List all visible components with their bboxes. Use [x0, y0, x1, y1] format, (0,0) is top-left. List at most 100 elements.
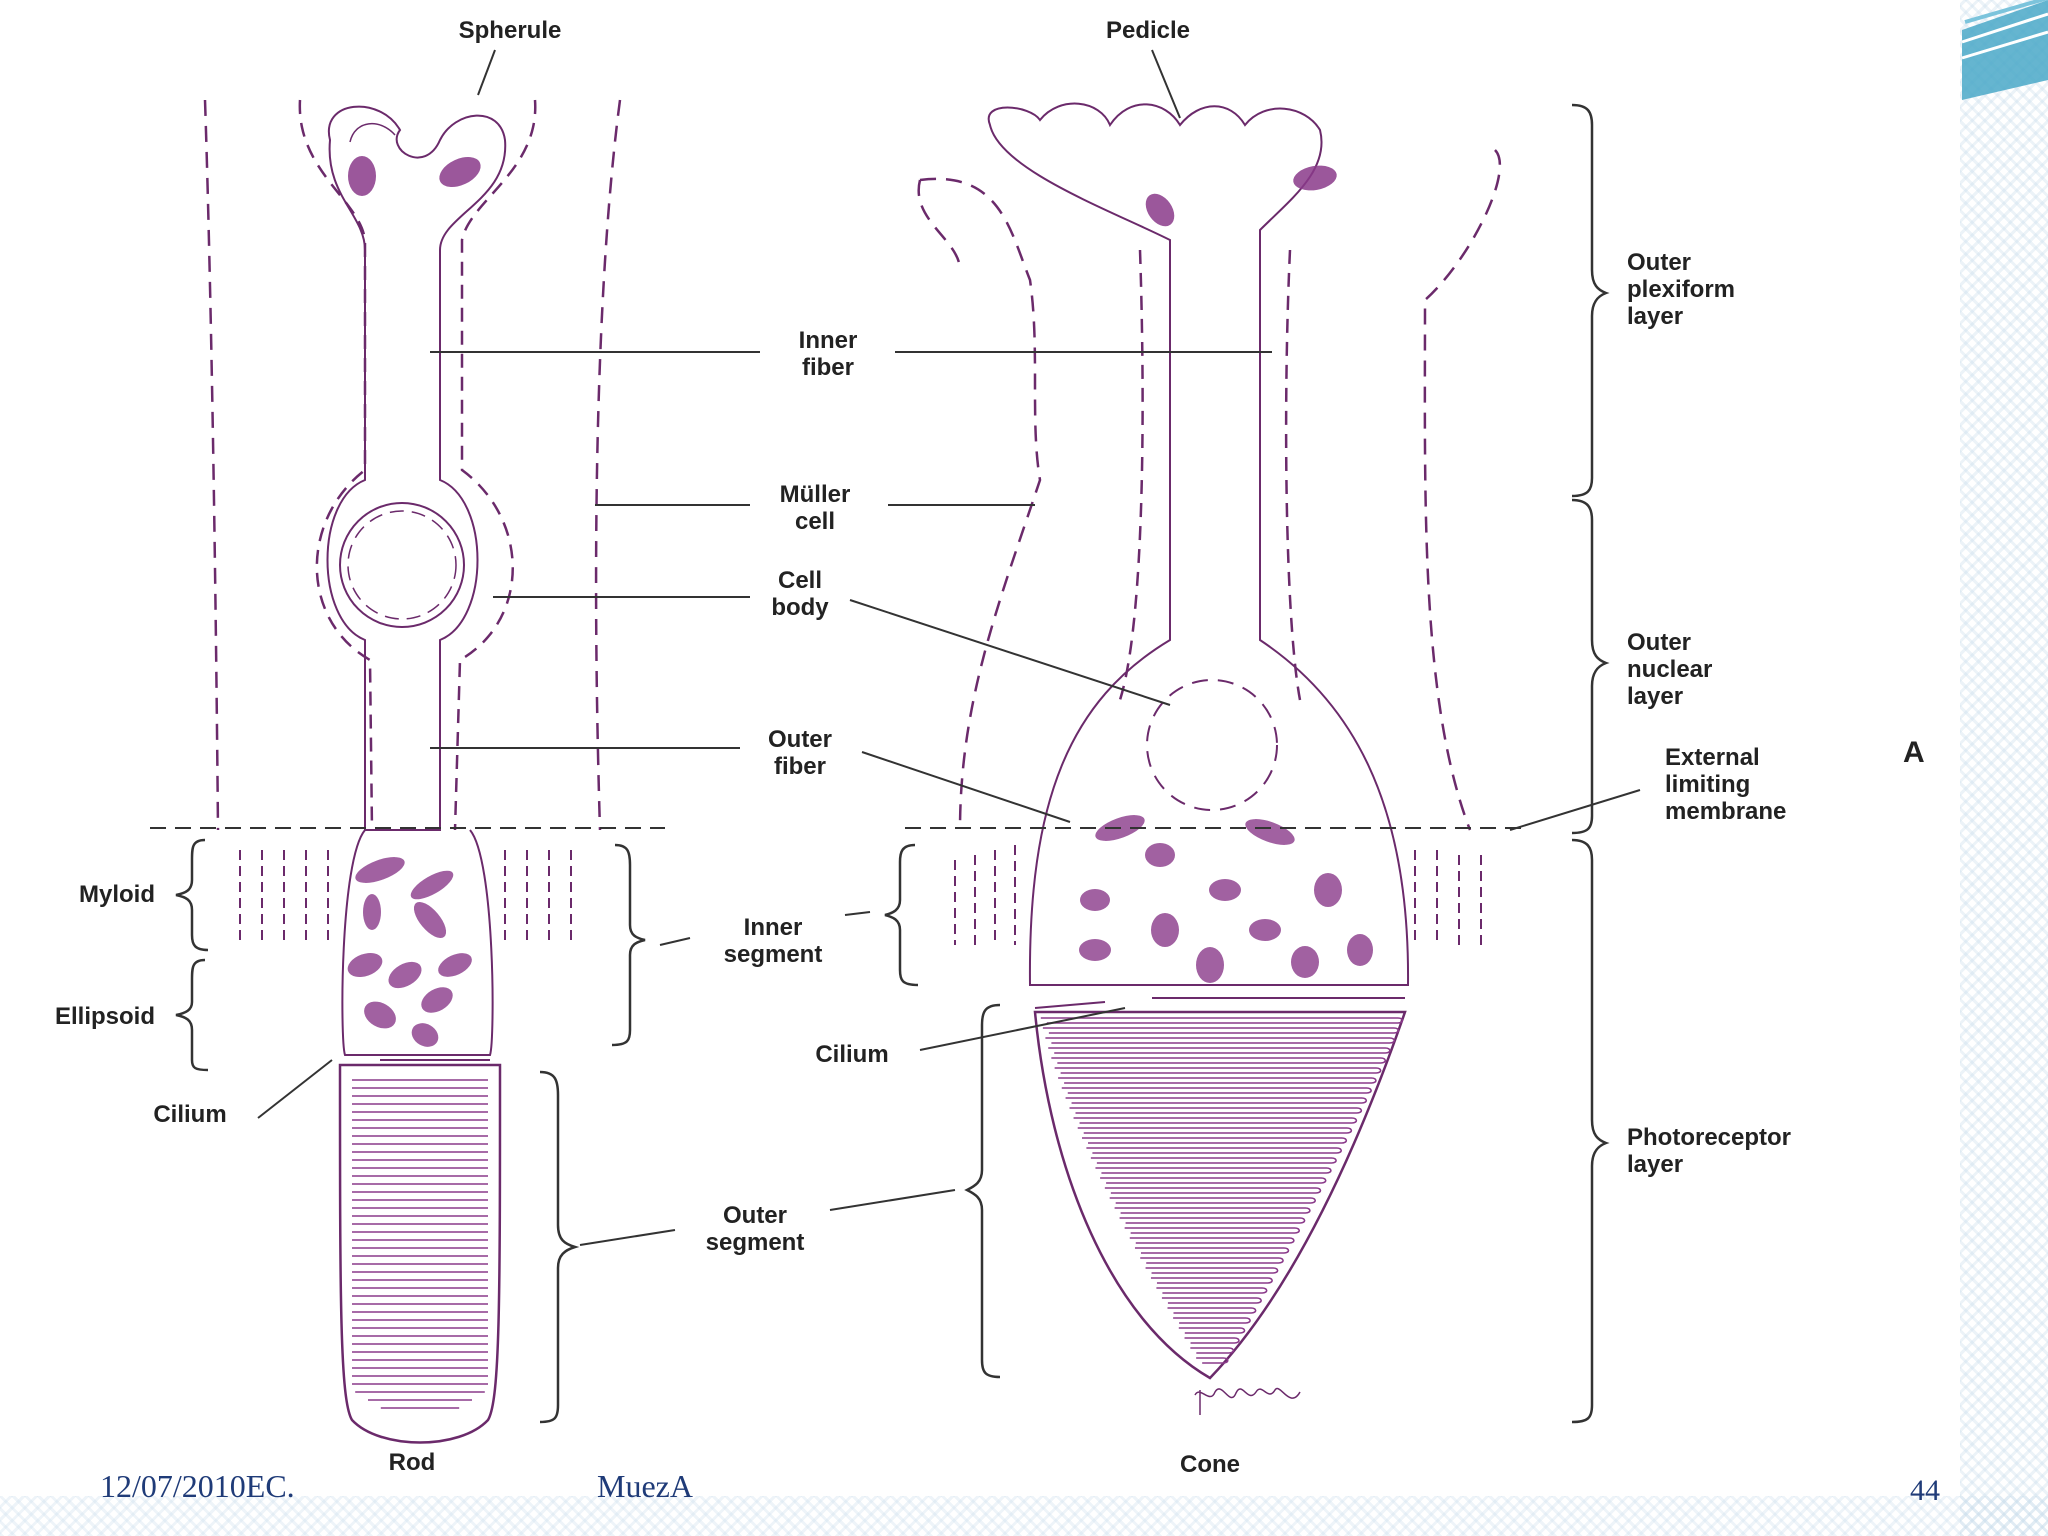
cone-disc [1082, 1137, 1348, 1144]
panel-label: A [1903, 736, 1925, 769]
cone-disc [1145, 1267, 1279, 1274]
label-outer-plexiform-layer: Outer [1627, 249, 1691, 276]
cone-disc [1119, 1217, 1306, 1224]
cone-disc [1095, 1167, 1332, 1174]
cone-disc [1061, 1087, 1372, 1094]
label-outer-nuclear-layer: nuclear [1627, 656, 1712, 683]
cone-muller-right [1423, 149, 1502, 831]
cone-disc [1129, 1237, 1295, 1244]
label-myloid: Myloid [79, 881, 155, 908]
cone-disc [1042, 1027, 1400, 1034]
cone-disc [1114, 1207, 1311, 1214]
label-muller-cell: cell [795, 508, 835, 535]
label-external-limiting-membrane: External [1665, 744, 1760, 771]
cone-cell [917, 102, 1502, 1380]
label-ellipsoid: Ellipsoid [55, 1003, 155, 1030]
label-outer-nuclear-layer: Outer [1627, 629, 1691, 656]
background-pattern-right [1960, 0, 2048, 1536]
cone-disc [1058, 1077, 1377, 1084]
rod-myloid-fringes [239, 850, 572, 945]
cone-disc [1190, 1347, 1235, 1354]
label-cone: Cone [1180, 1451, 1240, 1478]
label-rod: Rod [389, 1449, 436, 1476]
cone-disc [1077, 1127, 1353, 1134]
cone-disc [1086, 1147, 1342, 1154]
footer-date: 12/07/2010EC. [100, 1468, 295, 1504]
pedicle-outline [987, 102, 1410, 986]
cone-disc [1150, 1277, 1273, 1284]
rod-organelles [347, 857, 472, 1047]
label-inner-fiber: Inner [799, 327, 858, 354]
label-photoreceptor-layer: Photoreceptor [1627, 1124, 1791, 1151]
label-cilium-cone: Cilium [815, 1041, 888, 1068]
cone-disc [1173, 1317, 1251, 1324]
cone-nucleus [1146, 679, 1278, 811]
cone-disc [1048, 1047, 1391, 1054]
illustrator-signature [1194, 1387, 1301, 1415]
cone-muller-left [919, 177, 1042, 831]
cone-disc [1134, 1247, 1290, 1254]
label-outer-plexiform-layer: plexiform [1627, 276, 1735, 303]
organelle [439, 156, 481, 188]
label-cell-body: Cell [778, 567, 822, 594]
cone-outer-segment [1033, 1010, 1407, 1380]
cone-disc [1090, 1157, 1337, 1164]
cone-disc [1178, 1327, 1246, 1334]
rod-sheath-right [453, 99, 537, 831]
cone-disc [1156, 1287, 1268, 1294]
cone-outer-segment-discs [1040, 1017, 1404, 1364]
label-inner-fiber: fiber [802, 354, 854, 381]
braces [175, 103, 1610, 1424]
label-photoreceptor-layer: layer [1627, 1151, 1683, 1178]
background-pattern-bottom [0, 1496, 2048, 1536]
cone-disc [1040, 1017, 1404, 1024]
label-pedicle: Pedicle [1106, 17, 1190, 44]
label-outer-plexiform-layer: layer [1627, 303, 1683, 330]
cone-disc [1065, 1097, 1368, 1104]
cone-myloid-fringes [954, 845, 1482, 945]
rod-cell [203, 99, 622, 1444]
label-external-limiting-membrane: limiting [1665, 771, 1750, 798]
cone-disc [1051, 1057, 1387, 1064]
rod-sheath-left [298, 99, 374, 831]
cone-disc [1054, 1067, 1382, 1074]
label-spherule: Spherule [459, 17, 562, 44]
spherule-outline [326, 105, 507, 831]
label-inner-segment: segment [724, 941, 823, 968]
cone-disc [1045, 1037, 1396, 1044]
page-number: 44 [1910, 1474, 1940, 1507]
label-outer-fiber: Outer [768, 726, 832, 753]
cone-disc [1140, 1257, 1284, 1264]
corner-accent [1961, 0, 2048, 100]
rod-inner-segment [341, 829, 494, 1056]
rod-outer-segment-discs [352, 1079, 488, 1409]
rod-muller-right [594, 99, 622, 831]
label-outer-segment: segment [706, 1229, 805, 1256]
cone-disc [1069, 1107, 1363, 1114]
labels: Spherule Pedicle Inner fiber Müller cell… [55, 17, 1925, 1478]
cone-disc [1124, 1227, 1301, 1234]
label-cilium-rod: Cilium [153, 1101, 226, 1128]
rod-muller-left [203, 99, 220, 831]
leader-lines [257, 49, 1641, 1246]
organelle [348, 156, 376, 196]
cone-disc [1184, 1337, 1240, 1344]
cone-organelles [1079, 815, 1373, 983]
cone-disc [1073, 1117, 1358, 1124]
cone-disc [1100, 1177, 1327, 1184]
rod-nucleus [339, 502, 465, 628]
footer-author: MuezA [597, 1468, 693, 1504]
label-inner-segment: Inner [744, 914, 803, 941]
cone-disc [1104, 1187, 1322, 1194]
cone-disc [1109, 1197, 1316, 1204]
label-outer-nuclear-layer: layer [1627, 683, 1683, 710]
cone-disc [1167, 1307, 1257, 1314]
label-outer-fiber: fiber [774, 753, 826, 780]
cone-sheath-right [1284, 249, 1302, 701]
label-external-limiting-membrane: membrane [1665, 798, 1786, 825]
label-outer-segment: Outer [723, 1202, 787, 1229]
cone-disc [1196, 1357, 1229, 1364]
cone-disc [1161, 1297, 1262, 1304]
cone-sheath-left [1118, 249, 1144, 701]
